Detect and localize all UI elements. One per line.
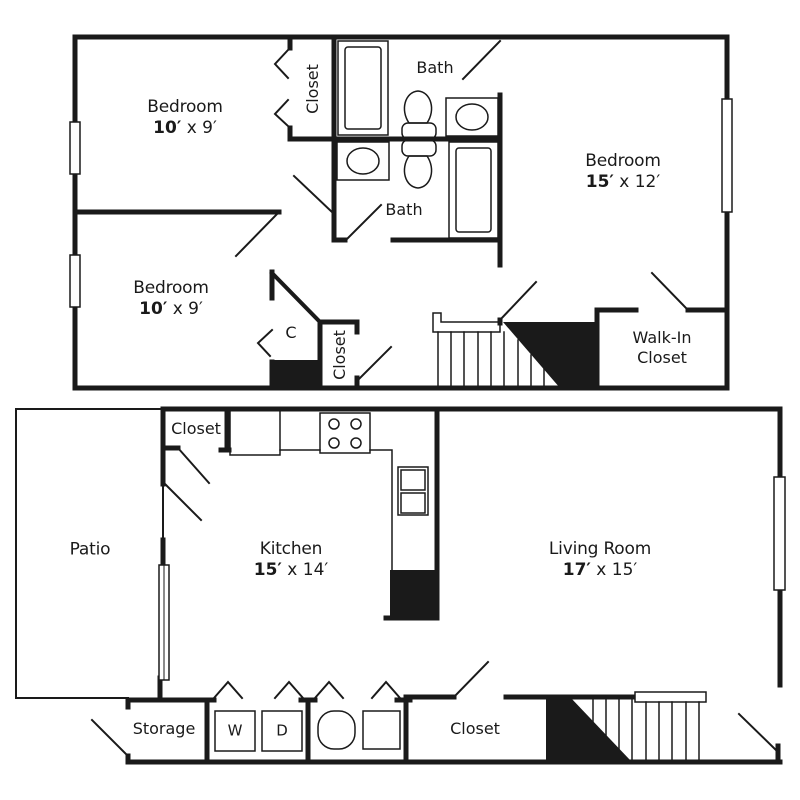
room-name: Kitchen [259, 538, 323, 559]
room-dimensions: 17′ x 15′ [562, 560, 638, 580]
room-dimensions: 15′ x 12′ [585, 172, 661, 192]
room-closet-c: C [285, 323, 297, 342]
room-dimensions: 10′ x 9′ [139, 299, 203, 319]
room-name: Living Room [548, 538, 652, 559]
lower-floor-walls [125, 406, 783, 765]
room-name: Bedroom [133, 277, 209, 298]
room-dimensions: 15′ x 14′ [253, 560, 329, 580]
room-walk-in-closet: Walk-In Closet [632, 328, 692, 367]
room-kitchen: Kitchen 15′ x 14′ [254, 539, 329, 582]
dryer-label: D [276, 721, 288, 740]
room-bedroom-master: Bedroom 15′ x 12′ [585, 151, 661, 194]
room-storage: Storage [132, 719, 196, 738]
room-hall-closet: Closet [450, 719, 500, 738]
room-living-room: Living Room 17′ x 15′ [549, 539, 651, 582]
room-bath-2: Bath [385, 200, 423, 219]
room-kitchen-closet: Closet [171, 419, 221, 438]
room-bedroom-nw: Bedroom 10′ x 9′ [147, 97, 223, 140]
room-patio: Patio [69, 539, 111, 560]
room-closet-lower: Closet [330, 330, 349, 380]
washer-label: W [227, 721, 243, 740]
room-dimensions: 10′ x 9′ [153, 118, 217, 138]
room-name: Bedroom [147, 96, 223, 117]
room-closet-upper: Closet [303, 64, 322, 114]
room-name: Bedroom [585, 150, 661, 171]
room-bedroom-sw: Bedroom 10′ x 9′ [133, 278, 209, 321]
room-bath-1: Bath [416, 58, 454, 77]
